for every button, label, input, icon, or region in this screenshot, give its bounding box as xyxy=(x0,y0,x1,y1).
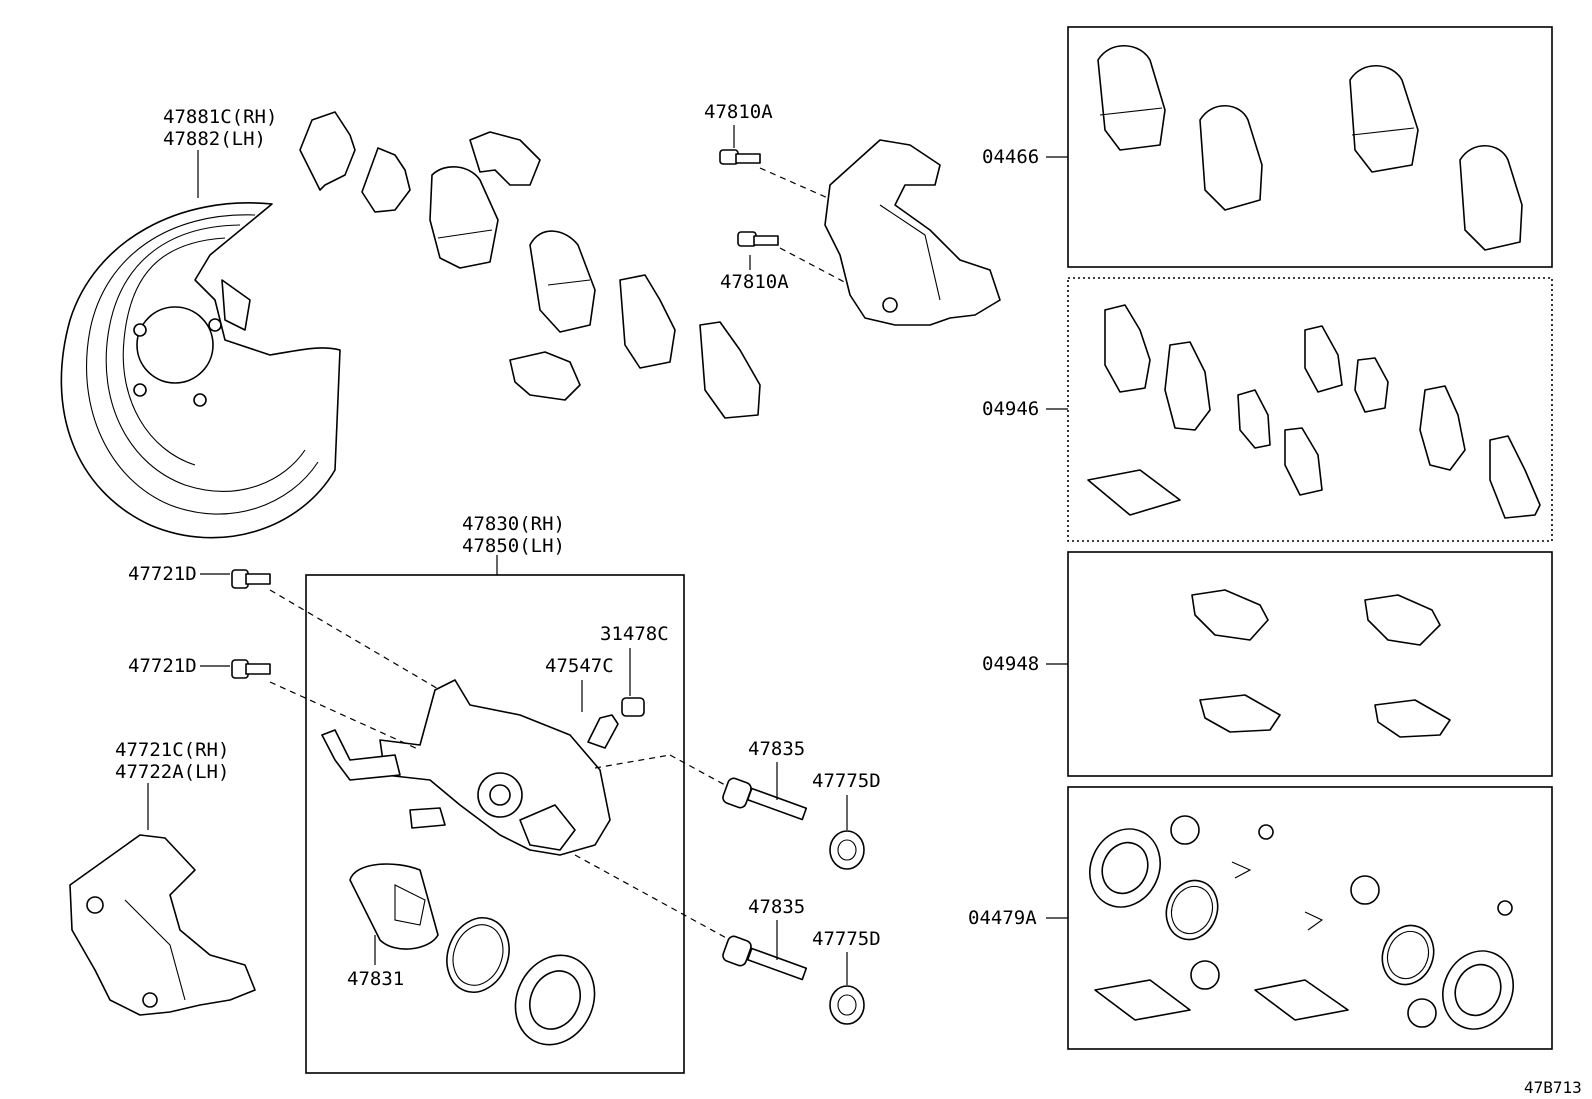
boot-2-label: 47775D xyxy=(812,928,881,950)
bolt-upper-2-label: 47810A xyxy=(720,271,789,293)
bleeder-label: 47547C xyxy=(545,655,614,677)
mount-label-lh: 47722A(LH) xyxy=(115,761,229,783)
kit-clips-contents[interactable] xyxy=(1191,589,1451,738)
bleeder-cap[interactable] xyxy=(621,697,645,717)
bolt-lower-1[interactable] xyxy=(231,569,271,589)
kit-shims-contents[interactable] xyxy=(1087,304,1541,519)
bleeder-screw[interactable] xyxy=(587,714,619,749)
bolt-upper-2[interactable] xyxy=(737,231,779,247)
caliper-label-lh: 47850(LH) xyxy=(462,535,565,557)
cap-label: 31478C xyxy=(600,623,669,645)
piston-seal[interactable] xyxy=(437,909,519,1001)
bolt-upper-1-label: 47810A xyxy=(704,101,773,123)
bolt-lower-2-label: 47721D xyxy=(128,655,197,677)
pin-1-label: 47835 xyxy=(748,738,805,760)
pin-boot-1[interactable] xyxy=(829,830,865,870)
pad-shim-group-upper[interactable] xyxy=(299,111,761,419)
guide-pin-2[interactable] xyxy=(721,935,808,981)
caliper-body[interactable] xyxy=(321,679,611,856)
caliper-mount-upper[interactable] xyxy=(824,139,1001,326)
kit-clips-label: 04948 xyxy=(982,653,1039,675)
kit-seals-label: 04479A xyxy=(968,907,1037,929)
pin-2-label: 47835 xyxy=(748,896,805,918)
caliper-label-rh: 47830(RH) xyxy=(462,513,565,535)
kit-box-shims xyxy=(1067,277,1553,542)
shield-label-rh: 47881C(RH) xyxy=(163,106,277,128)
kit-pads-contents[interactable] xyxy=(1097,45,1523,251)
bolt-lower-1-label: 47721D xyxy=(128,563,197,585)
kit-box-clips xyxy=(1067,551,1553,777)
caliper-mount-lower[interactable] xyxy=(69,834,256,1016)
kit-shims-label: 04946 xyxy=(982,398,1039,420)
kit-seals-contents[interactable] xyxy=(1077,815,1525,1041)
guide-pin-1[interactable] xyxy=(721,777,808,821)
piston-label: 47831 xyxy=(347,968,404,990)
boot-1-label: 47775D xyxy=(812,770,881,792)
kit-box-pads xyxy=(1067,26,1553,268)
shield-label-lh: 47882(LH) xyxy=(163,128,266,150)
piston[interactable] xyxy=(349,863,439,950)
kit-pads-label: 04466 xyxy=(982,146,1039,168)
dust-shield[interactable] xyxy=(60,202,341,539)
pin-boot-2[interactable] xyxy=(829,985,865,1025)
bolt-upper-1[interactable] xyxy=(719,149,761,165)
caliper-assembly-box xyxy=(305,574,685,1074)
diagram-id: 47B713 xyxy=(1524,1078,1582,1097)
bolt-lower-2[interactable] xyxy=(231,659,271,679)
dust-boot[interactable] xyxy=(501,942,609,1057)
mount-label-rh: 47721C(RH) xyxy=(115,739,229,761)
